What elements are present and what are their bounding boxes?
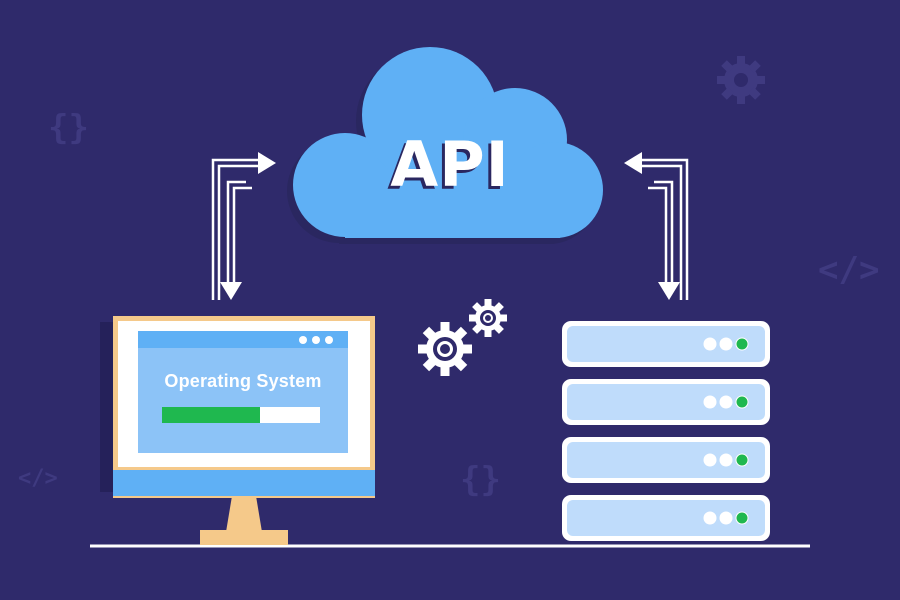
- status-led-icon: [735, 337, 749, 351]
- window-dot-icon: [325, 336, 333, 344]
- monitor-base: [200, 530, 288, 545]
- braces-icon: {}: [48, 108, 89, 148]
- server-unit: [562, 321, 770, 367]
- status-led-icon: [735, 511, 749, 525]
- status-led-icon: [735, 453, 749, 467]
- gear-icon: [717, 56, 765, 104]
- screen-window: [138, 331, 348, 453]
- monitor-stand: [226, 496, 262, 532]
- arrow-down-icon: [220, 282, 242, 300]
- led-icon: [703, 337, 717, 351]
- server-rack: [562, 321, 770, 541]
- gears-icon: [418, 299, 507, 376]
- server-unit: [562, 495, 770, 541]
- status-led-icon: [735, 395, 749, 409]
- monitor: [100, 316, 375, 545]
- arrow-left-icon: [624, 152, 642, 174]
- arrows-cloud-server: [642, 158, 689, 300]
- arrow-down-icon: [658, 282, 680, 300]
- led-icon: [719, 511, 733, 525]
- server-unit: [562, 379, 770, 425]
- led-icon: [703, 453, 717, 467]
- progress-fill: [162, 407, 260, 423]
- screen-title: Operating System: [164, 371, 322, 391]
- code-tag-icon: </>: [18, 466, 58, 491]
- arrows-monitor-cloud: [211, 158, 258, 300]
- led-icon: [719, 337, 733, 351]
- arrow-right-icon: [258, 152, 276, 174]
- cloud-shape: [287, 47, 603, 244]
- code-tag-icon: </>: [818, 250, 880, 290]
- window-dot-icon: [299, 336, 307, 344]
- braces-icon: {}: [460, 460, 501, 500]
- led-icon: [703, 395, 717, 409]
- led-icon: [719, 453, 733, 467]
- api-label: API: [390, 128, 510, 201]
- led-icon: [703, 511, 717, 525]
- window-dot-icon: [312, 336, 320, 344]
- led-icon: [719, 395, 733, 409]
- screen-titlebar: [138, 331, 348, 348]
- server-unit: [562, 437, 770, 483]
